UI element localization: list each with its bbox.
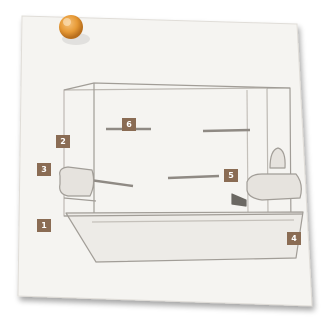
callout-label: 4	[291, 234, 297, 243]
callout-marker-4: 4	[287, 232, 301, 245]
callout-label: 3	[41, 165, 47, 174]
callout-marker-2: 2	[56, 135, 70, 148]
callout-label: 1	[41, 221, 47, 230]
callout-label: 5	[228, 171, 234, 180]
callout-marker-1: 1	[37, 219, 51, 232]
callout-marker-5: 5	[224, 169, 238, 182]
callout-label: 2	[60, 137, 66, 146]
callout-label: 6	[126, 120, 132, 129]
callout-marker-3: 3	[37, 163, 51, 176]
callout-marker-6: 6	[122, 118, 136, 131]
